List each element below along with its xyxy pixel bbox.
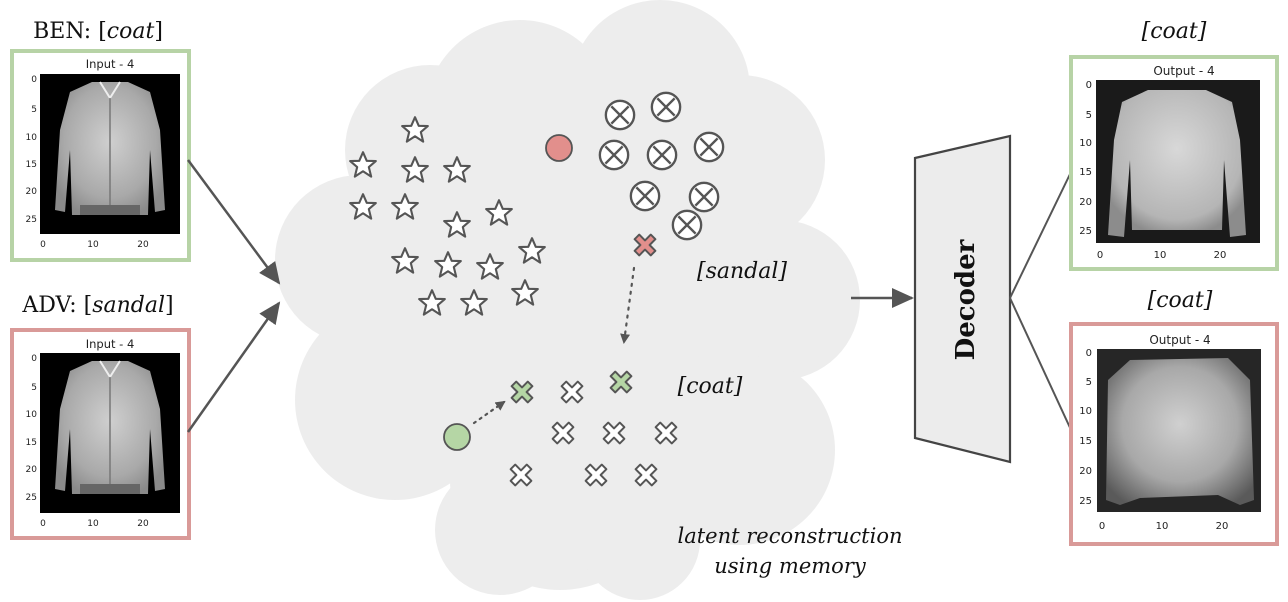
svg-text:10: 10 xyxy=(26,410,38,420)
benign-input-x-ticks: 0 10 20 xyxy=(40,240,149,250)
svg-text:20: 20 xyxy=(1216,521,1229,532)
benign-output-panel-title: Output - 4 xyxy=(1153,64,1214,78)
svg-text:10: 10 xyxy=(26,133,38,143)
circled-x-icon xyxy=(646,139,678,171)
latent-caption-line2: using memory xyxy=(714,554,867,578)
svg-text:20: 20 xyxy=(137,519,149,529)
adversarial-input-y-ticks: 0 5 10 15 20 25 xyxy=(26,354,38,503)
adversarial-input-x-ticks: 0 10 20 xyxy=(40,519,149,529)
svg-text:10: 10 xyxy=(1079,138,1092,149)
svg-text:10: 10 xyxy=(1154,250,1167,261)
adversarial-output-panel-title: Output - 4 xyxy=(1149,333,1210,347)
benign-output-x-ticks: 0 10 20 xyxy=(1097,250,1227,261)
adversarial-input-image xyxy=(40,353,180,513)
svg-text:10: 10 xyxy=(1079,406,1092,417)
svg-text:15: 15 xyxy=(26,438,37,448)
svg-text:20: 20 xyxy=(1079,466,1092,477)
circled-x-icon xyxy=(671,209,703,241)
svg-text:20: 20 xyxy=(26,187,38,197)
svg-text:10: 10 xyxy=(1156,521,1169,532)
benign-input-y-ticks: 0 5 10 15 20 25 xyxy=(26,75,38,225)
adversarial-output-group: [coat] Output - 4 0 5 10 15 20 25 0 10 2… xyxy=(1069,288,1279,546)
benign-input-label: BEN: [coat] xyxy=(33,19,163,44)
adversarial-output-y-ticks: 0 5 10 15 20 25 xyxy=(1079,348,1092,507)
svg-text:15: 15 xyxy=(1079,167,1092,178)
svg-text:25: 25 xyxy=(26,493,37,503)
benign-input-image xyxy=(40,74,180,234)
svg-text:0: 0 xyxy=(1086,80,1092,91)
benign-embedding-dot xyxy=(443,423,471,451)
benign-input-panel-title: Input - 4 xyxy=(86,57,135,71)
benign-input-group: BEN: [coat] Input - 4 0 5 10 15 20 25 0 … xyxy=(10,19,191,262)
sandal-cluster-label: [sandal] xyxy=(697,259,787,284)
svg-text:5: 5 xyxy=(31,383,37,393)
decoder-to-benign-output-line xyxy=(1009,169,1073,299)
circled-x-icon xyxy=(688,181,720,213)
circled-x-icon xyxy=(629,180,661,212)
adversarial-to-latent-arrow xyxy=(186,301,281,433)
adversarial-output-image xyxy=(1097,349,1261,512)
circled-x-icon xyxy=(650,91,682,123)
benign-output-group: [coat] Output - 4 0 5 10 15 20 25 0 10 2… xyxy=(1069,19,1279,271)
svg-text:0: 0 xyxy=(31,75,37,85)
adversarial-embedding-dot xyxy=(545,134,573,162)
benign-output-label: [coat] xyxy=(1142,19,1207,44)
adversarial-input-panel-title: Input - 4 xyxy=(86,337,135,351)
svg-text:5: 5 xyxy=(1086,110,1092,121)
adversarial-output-label: [coat] xyxy=(1148,288,1213,313)
svg-text:0: 0 xyxy=(31,354,37,364)
circled-x-icon xyxy=(693,131,725,163)
svg-text:15: 15 xyxy=(26,160,37,170)
decoder-label: Decoder xyxy=(951,239,981,360)
svg-text:20: 20 xyxy=(137,240,149,250)
svg-text:0: 0 xyxy=(1099,521,1105,532)
benign-shift-arrow xyxy=(472,400,506,425)
svg-text:20: 20 xyxy=(1214,250,1227,261)
svg-text:25: 25 xyxy=(1079,496,1092,507)
circled-x-icon xyxy=(598,139,630,171)
benign-to-latent-arrow xyxy=(186,159,281,285)
svg-text:10: 10 xyxy=(87,519,99,529)
svg-text:10: 10 xyxy=(87,240,99,250)
svg-text:0: 0 xyxy=(1086,348,1092,359)
svg-text:5: 5 xyxy=(31,105,37,115)
decoder-to-adversarial-output-line xyxy=(1009,297,1073,433)
svg-text:25: 25 xyxy=(26,215,37,225)
svg-text:20: 20 xyxy=(1079,197,1092,208)
svg-text:0: 0 xyxy=(40,240,46,250)
adversarial-input-label: ADV: [sandal] xyxy=(21,293,173,318)
coat-cluster-label: [coat] xyxy=(678,374,743,399)
svg-text:15: 15 xyxy=(1079,436,1092,447)
benign-output-image xyxy=(1096,80,1260,243)
decoder-block xyxy=(913,134,1012,464)
svg-text:20: 20 xyxy=(26,465,38,475)
adversarial-output-x-ticks: 0 10 20 xyxy=(1099,521,1229,532)
svg-text:0: 0 xyxy=(40,519,46,529)
svg-text:25: 25 xyxy=(1079,226,1092,237)
svg-text:0: 0 xyxy=(1097,250,1103,261)
svg-text:5: 5 xyxy=(1086,377,1092,388)
benign-output-y-ticks: 0 5 10 15 20 25 xyxy=(1079,80,1092,237)
adversarial-input-group: ADV: [sandal] Input - 4 0 5 10 15 20 25 … xyxy=(10,293,191,540)
circled-x-icon xyxy=(604,99,636,131)
latent-caption-line1: latent reconstruction xyxy=(677,524,902,548)
latent-space-cloud xyxy=(275,0,860,600)
